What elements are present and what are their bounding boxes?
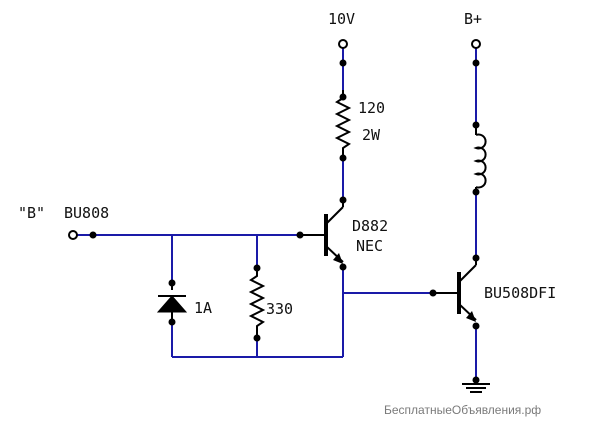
label-bu508dfi: BU508DFI — [484, 284, 556, 302]
terminal-bplus — [471, 39, 481, 49]
inductor-coil — [473, 125, 487, 192]
label-10v: 10V — [328, 10, 355, 28]
label-d882: D882 — [352, 217, 388, 235]
wires — [73, 48, 477, 380]
ground-symbol — [462, 383, 490, 393]
terminal-input — [68, 230, 78, 240]
label-330: 330 — [266, 300, 293, 318]
resistor-330 — [248, 268, 266, 338]
label-resistor-power: 2W — [362, 126, 381, 144]
resistor-120 — [334, 90, 352, 158]
label-bplus: B+ — [464, 10, 482, 28]
label-input-ref: BU808 — [64, 204, 109, 222]
transistor-d882 — [300, 200, 344, 264]
junction-dots — [89, 59, 480, 384]
label-diode: 1A — [194, 299, 212, 317]
label-nec: NEC — [356, 237, 383, 255]
watermark-text: БесплатныеОбъявления.рф — [384, 403, 541, 417]
label-input-b: "B" — [18, 204, 45, 222]
transistor-bu508dfi — [433, 258, 477, 322]
terminal-10v — [338, 39, 348, 49]
diode-symbol — [156, 283, 188, 322]
label-resistor-value: 120 — [358, 99, 385, 117]
